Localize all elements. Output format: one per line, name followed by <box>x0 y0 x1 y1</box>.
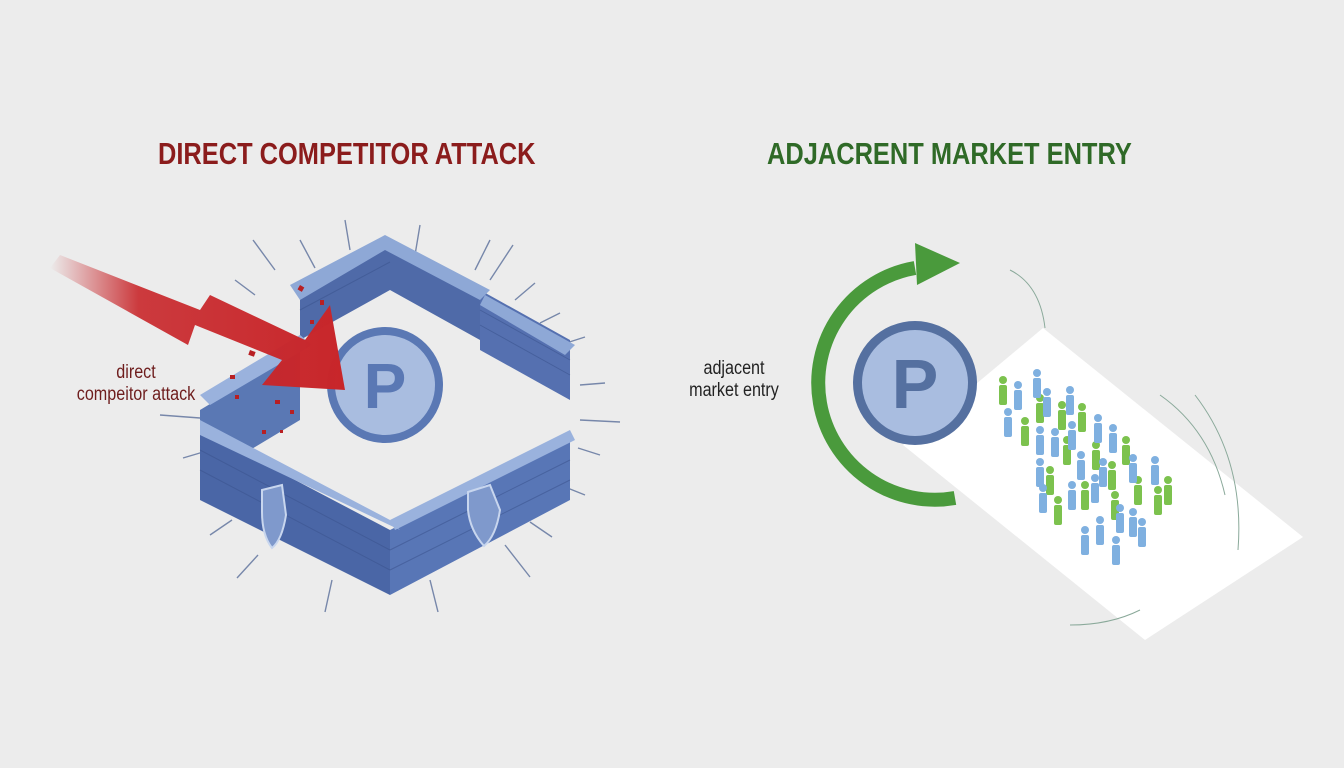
shield-icon <box>261 483 288 550</box>
left-callout-line2: compeitor attack <box>76 384 196 405</box>
left-callout-line1: direct <box>116 362 156 383</box>
shield-icon <box>467 483 502 548</box>
left-panel-title: DIRECT COMPETITOR ATTACK <box>158 136 536 171</box>
burst-lines-icon <box>159 219 621 613</box>
attack-arrow-icon <box>50 255 345 434</box>
flow-arrows-icon <box>1009 269 1240 626</box>
people-crowd-icon <box>999 369 1172 565</box>
right-panel-title: ADJACRENT MARKET ENTRY <box>767 136 1132 171</box>
left-callout-label: direct compeitor attack <box>60 362 213 406</box>
right-callout-line1: adjacent <box>703 358 765 379</box>
svg-text:P: P <box>364 350 407 422</box>
svg-text:P: P <box>892 345 939 423</box>
right-callout-line2: market entry <box>689 380 779 401</box>
fortress-wall-icon: P <box>199 235 575 595</box>
right-callout-label: adjacent market entry <box>675 358 794 402</box>
circular-arrow-icon <box>811 243 960 507</box>
